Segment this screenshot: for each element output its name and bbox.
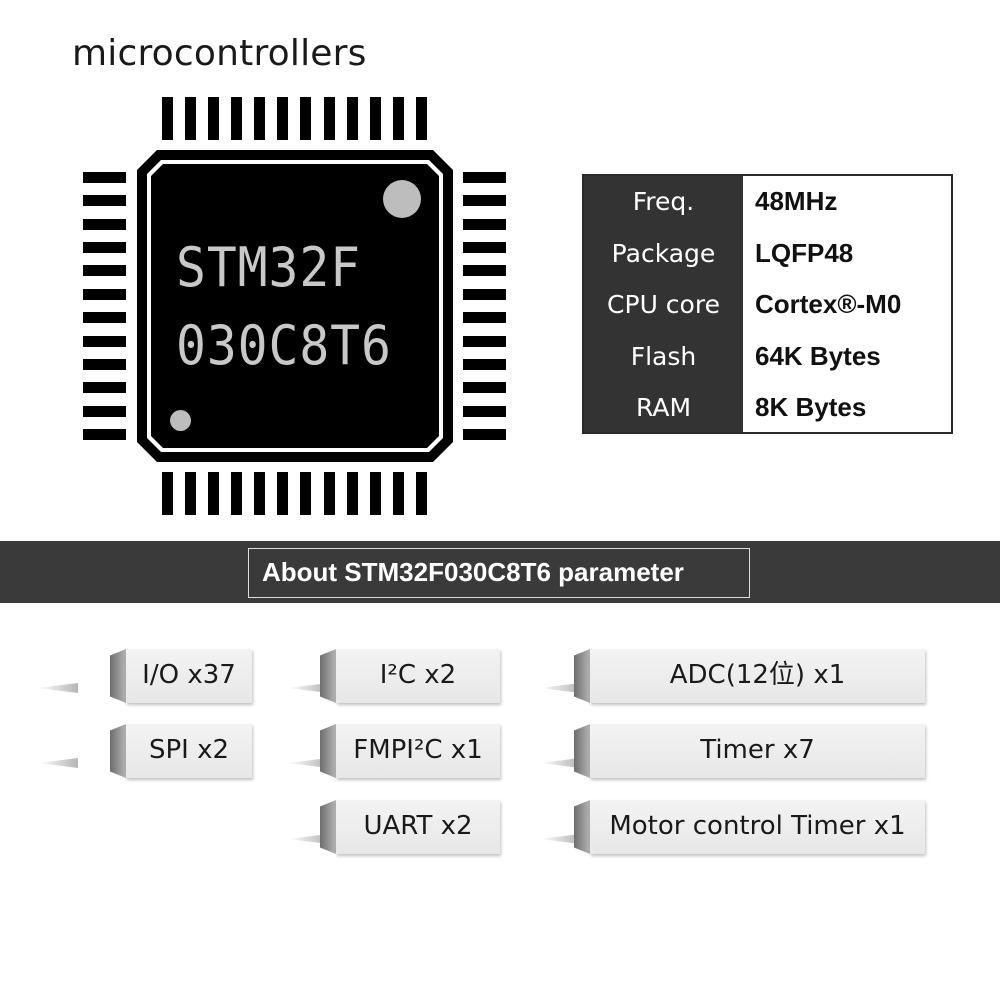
spec-label-ram: RAM [635, 393, 692, 422]
feature-label: Motor control Timer x1 [609, 811, 906, 841]
spec-value-flash: 64K Bytes [755, 340, 881, 371]
chip-pin1-marker-icon [383, 180, 421, 218]
feature-label: I/O x37 [142, 660, 236, 690]
spec-value-package: LQFP48 [755, 237, 854, 268]
feature-tag: SPI x2 [38, 724, 252, 778]
spec-value-freq: 48MHz [755, 186, 838, 216]
feature-label: UART x2 [363, 811, 473, 841]
spec-table: Freq. Package CPU core Flash RAM 48MHz L… [582, 174, 953, 434]
feature-label: ADC(12位) x1 [669, 660, 846, 690]
section-banner-title: About STM32F030C8T6 parameter [248, 548, 750, 598]
feature-tag: Timer x7 [540, 724, 925, 778]
feature-label: Timer x7 [700, 735, 815, 765]
spec-labels-column: Freq. Package CPU core Flash RAM [584, 176, 743, 432]
section-banner [0, 541, 1000, 603]
feature-label: FMPI²C x1 [353, 735, 483, 765]
feature-label: SPI x2 [148, 735, 230, 765]
spec-label-freq: Freq. [632, 187, 695, 216]
chip-pins-left [83, 172, 126, 440]
spec-value-cpu-core: Cortex®-M0 [755, 289, 902, 319]
spec-label-cpu-core: CPU core [607, 290, 720, 319]
spec-label-flash: Flash [630, 341, 697, 371]
feature-tag: FMPI²C x1 [288, 724, 500, 778]
chip-marking-line1: STM32F [176, 236, 361, 299]
feature-label: I²C x2 [379, 660, 457, 690]
spec-values-column: 48MHz LQFP48 Cortex®-M0 64K Bytes 8K Byt… [743, 176, 951, 432]
spec-value-ram: 8K Bytes [755, 392, 867, 422]
feature-tag: Motor control Timer x1 [540, 800, 925, 854]
spec-label-package: Package [611, 238, 716, 268]
chip-pins-bottom [162, 472, 427, 515]
chip-marking-line2: 030C8T6 [176, 314, 392, 377]
feature-tag: UART x2 [288, 800, 500, 854]
chip-orientation-dot-icon [170, 410, 191, 431]
feature-tag: ADC(12位) x1 [540, 649, 925, 703]
chip-pins-top [162, 97, 427, 140]
feature-tag: I/O x37 [38, 649, 252, 703]
feature-tag: I²C x2 [288, 649, 500, 703]
page-title: microcontrollers [72, 33, 367, 74]
chip-pins-right [463, 172, 506, 440]
